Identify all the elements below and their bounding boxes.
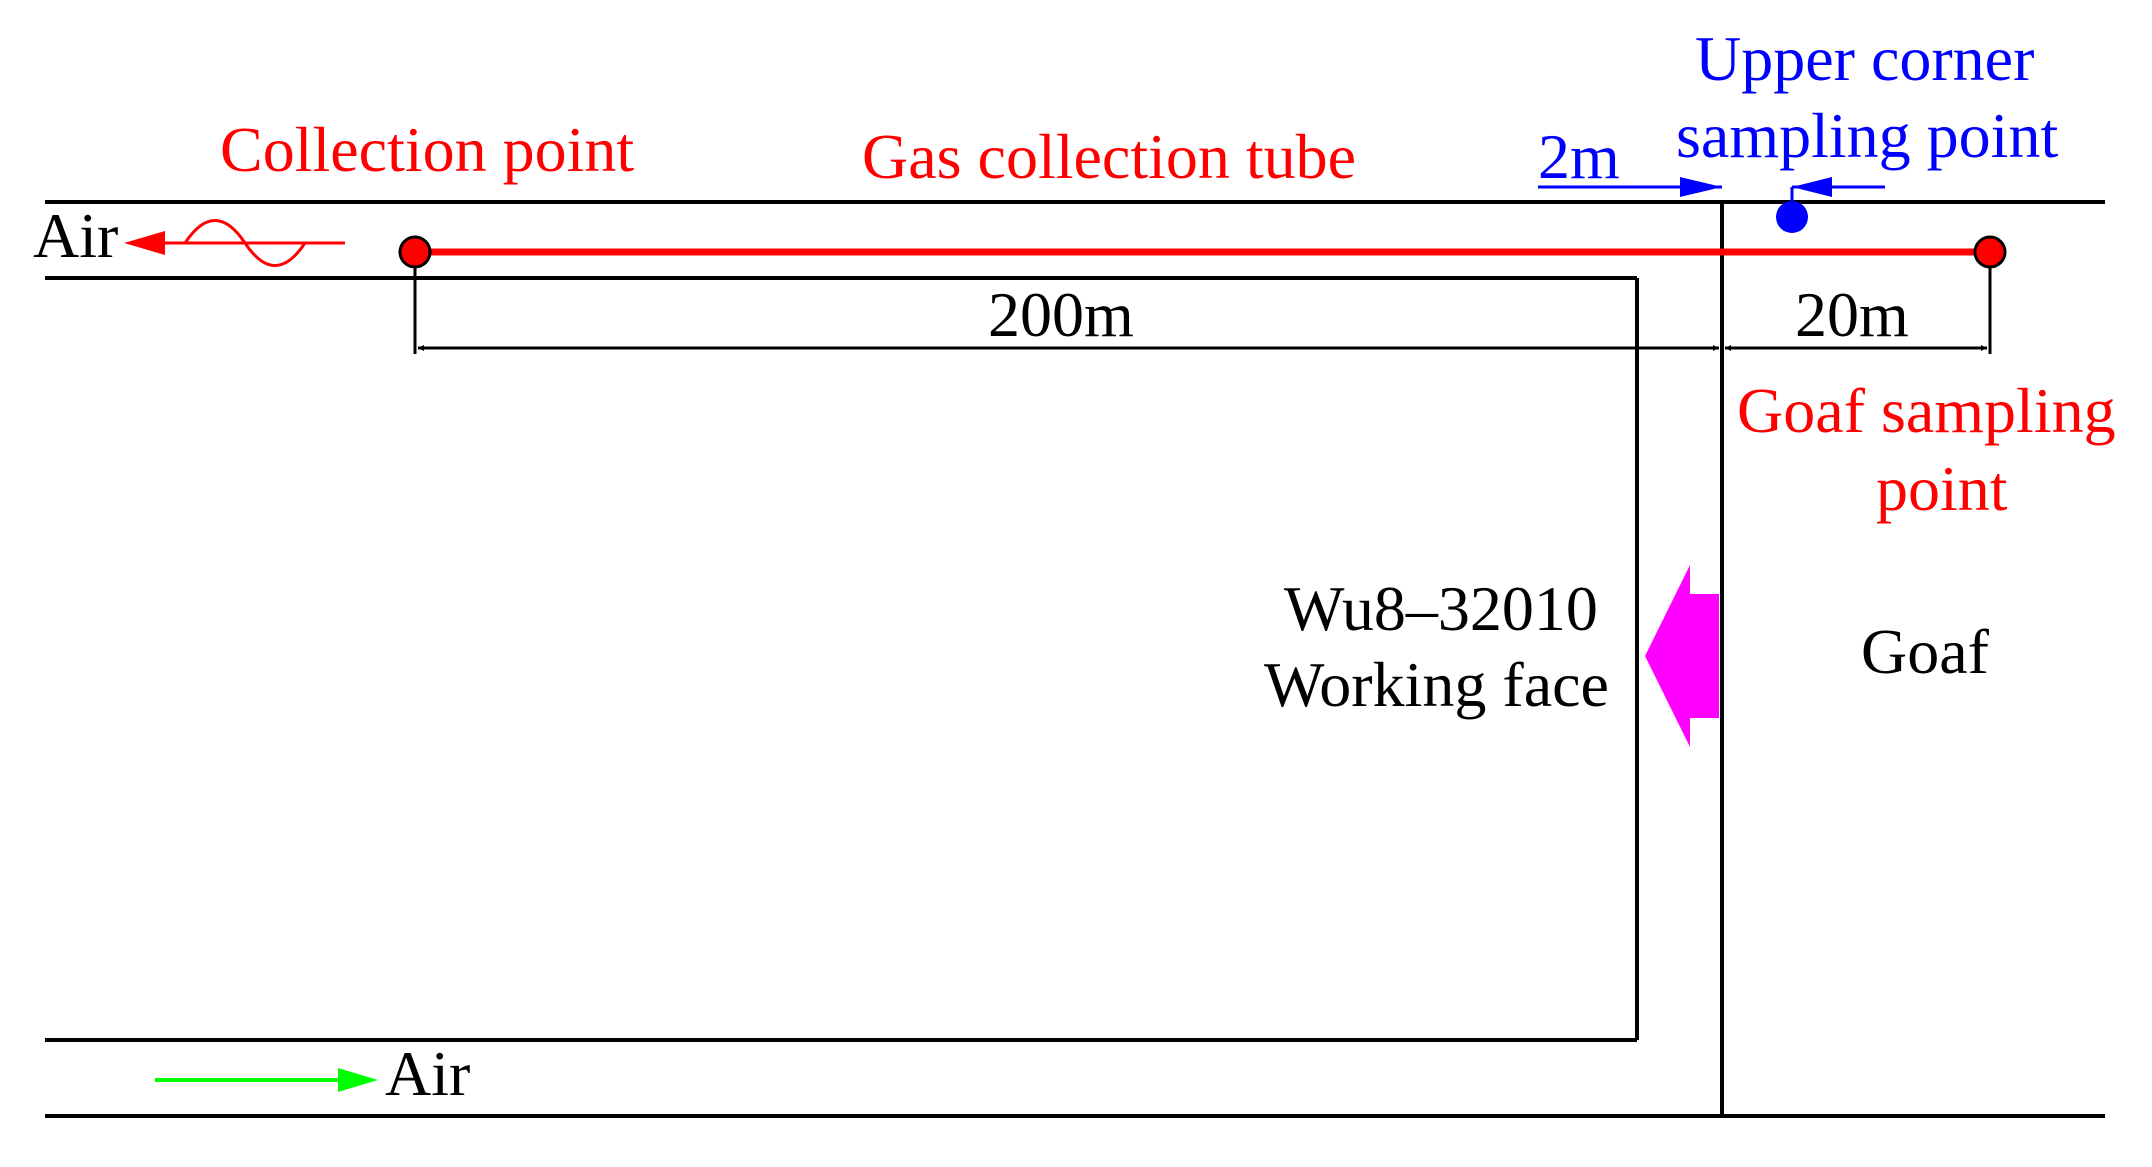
dimension-2m-label: 2m	[1538, 121, 1620, 192]
dimension-200m-label: 200m	[988, 279, 1134, 350]
face-advance-arrow	[1645, 565, 1719, 747]
collection-point-marker	[398, 235, 432, 269]
intake-air-arrow	[155, 1068, 378, 1092]
air-bottom-label: Air	[385, 1038, 470, 1109]
dimension-2m	[1538, 177, 1885, 201]
goaf-sampling-label-line2: point	[1876, 453, 2008, 524]
air-top-label: Air	[33, 200, 118, 271]
upper-corner-label-line2: sampling point	[1676, 100, 2058, 171]
goaf-sampling-label-line1: Goaf sampling	[1737, 375, 2116, 446]
gas-collection-tube-label: Gas collection tube	[862, 121, 1356, 192]
upper-corner-sampling-point-marker	[1776, 201, 1808, 233]
return-air-arrow	[124, 219, 345, 267]
goaf-label: Goaf	[1861, 616, 1990, 687]
working-face-label-line1: Wu8–32010	[1284, 573, 1598, 644]
upper-corner-label-line1: Upper corner	[1695, 23, 2034, 94]
dimension-200m	[413, 267, 1719, 354]
dimension-20m-label: 20m	[1795, 279, 1909, 350]
working-face-label-line2: Working face	[1264, 649, 1609, 720]
dimension-20m	[1725, 267, 1992, 354]
goaf-sampling-point-marker	[1973, 235, 2007, 269]
collection-point-label: Collection point	[220, 114, 634, 185]
